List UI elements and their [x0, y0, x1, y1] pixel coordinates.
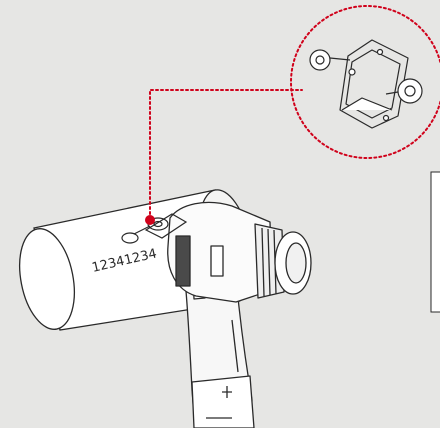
callout-leader-line [149, 89, 303, 215]
detail-callout-circle [290, 5, 440, 159]
magnetic-base-detail-icon [309, 39, 423, 129]
callout-dot-icon [145, 215, 155, 225]
drill-icon [167, 201, 312, 428]
side-panel [430, 171, 440, 313]
